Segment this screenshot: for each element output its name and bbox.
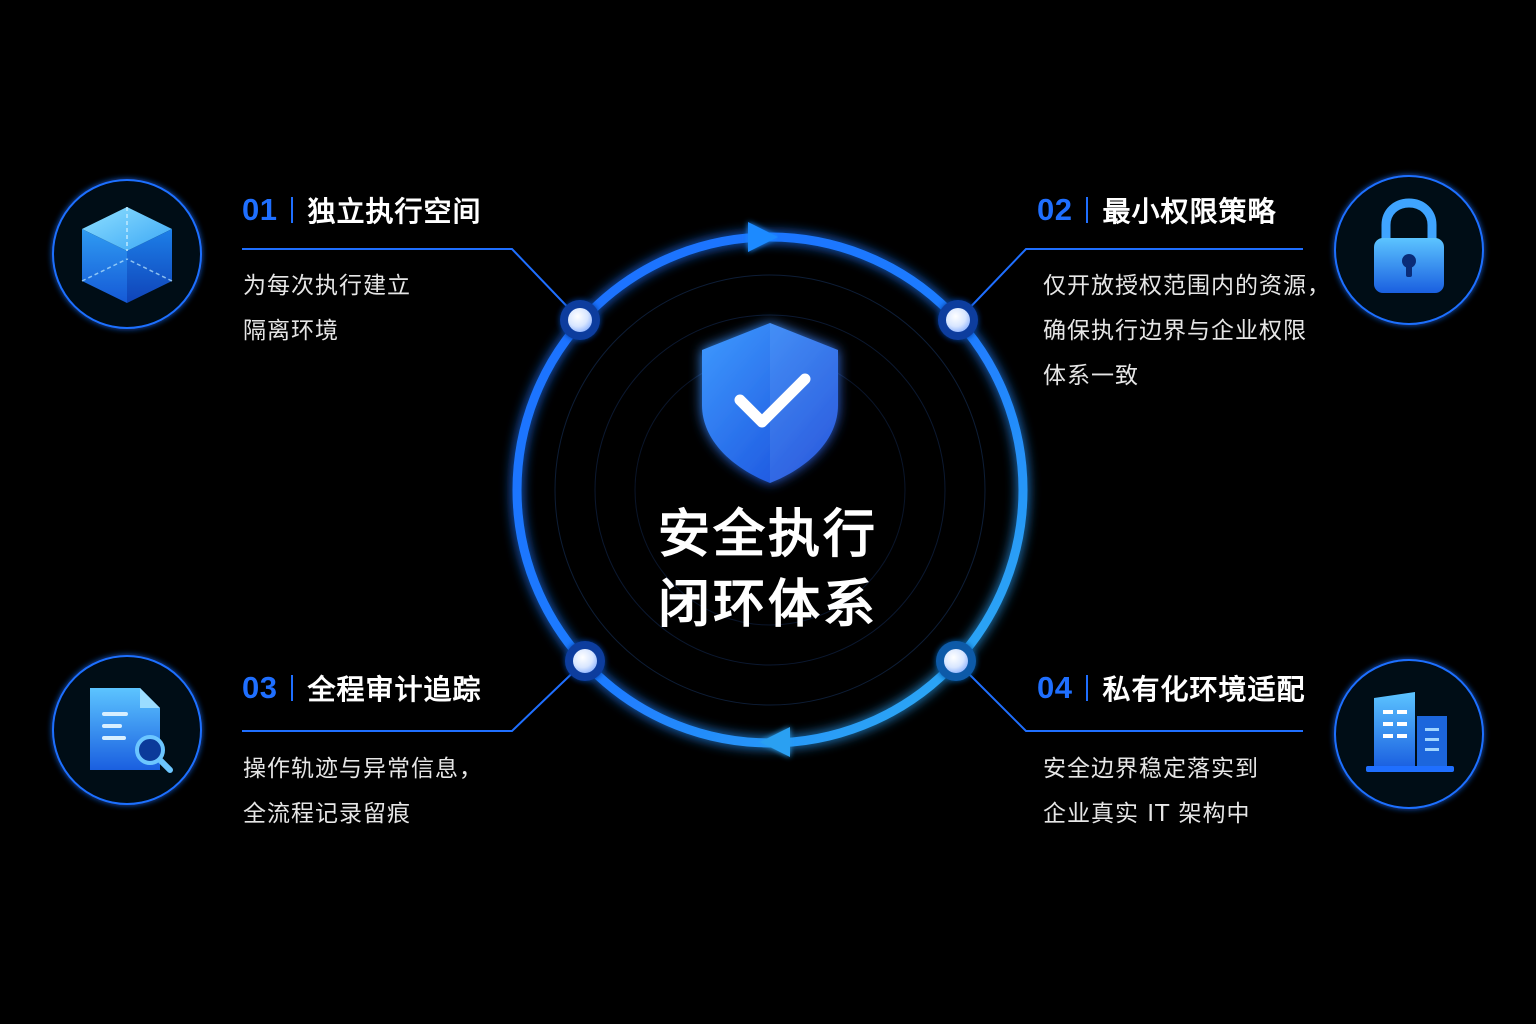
feature-02-desc-line: 体系一致: [1043, 363, 1139, 389]
feature-02-desc-line: 确保执行边界与企业权限: [1043, 318, 1307, 344]
feature-03-title: 03 全程审计追踪: [242, 668, 482, 708]
feature-03-heading: 全程审计追踪: [307, 673, 482, 706]
feature-03-description: 操作轨迹与异常信息， 全流程记录留痕: [243, 747, 483, 837]
feature-02-number: 02: [1037, 192, 1073, 227]
feature-02-desc-line: 仅开放授权范围内的资源，: [1043, 273, 1331, 299]
feature-02-title: 02 最小权限策略: [1037, 190, 1277, 230]
icon-badge-04: [1334, 659, 1484, 809]
feature-01-desc-line: 为每次执行建立: [243, 273, 411, 299]
center-title-line2: 闭环体系: [657, 575, 878, 635]
feature-03-separator: [291, 675, 294, 701]
feature-04-number: 04: [1037, 670, 1073, 705]
feature-04-separator: [1086, 675, 1089, 701]
connector-line-03: [242, 660, 586, 732]
bottom-arrow-icon: [760, 727, 790, 757]
feature-01-title: 01 独立执行空间: [242, 190, 482, 230]
icon-badge-01: [52, 179, 202, 329]
cube-icon: [81, 207, 173, 303]
center-title: 安全执行 闭环体系: [568, 500, 968, 640]
feature-04-title: 04 私有化环境适配: [1037, 668, 1306, 708]
document-search-icon: [90, 688, 173, 773]
building-icon: [1366, 692, 1454, 772]
feature-04-desc-line: 企业真实 IT 架构中: [1043, 801, 1251, 827]
ring-nodes: [560, 300, 978, 681]
feature-04-heading: 私有化环境适配: [1102, 673, 1306, 706]
top-arrow-icon: [748, 222, 778, 252]
feature-03-desc-line: 操作轨迹与异常信息，: [243, 756, 483, 782]
connector-line-02: [957, 248, 1303, 321]
inner-decor-rings: [554, 274, 986, 706]
feature-01-separator: [291, 197, 294, 223]
ring-node-02: [938, 300, 978, 340]
connector-line-01: [242, 248, 581, 321]
feature-02-heading: 最小权限策略: [1102, 195, 1277, 228]
feature-01-number: 01: [242, 192, 278, 227]
feature-01-desc-line: 隔离环境: [243, 318, 339, 344]
ring-node-01: [560, 300, 600, 340]
feature-04-desc-line: 安全边界稳定落实到: [1043, 756, 1259, 782]
feature-03-desc-line: 全流程记录留痕: [243, 801, 411, 827]
icon-badge-02: [1334, 175, 1484, 325]
connector-line-04: [955, 660, 1303, 732]
ring-node-04: [936, 641, 976, 681]
feature-02-description: 仅开放授权范围内的资源， 确保执行边界与企业权限 体系一致: [1043, 264, 1331, 399]
feature-01-description: 为每次执行建立 隔离环境: [243, 264, 411, 354]
feature-03-number: 03: [242, 670, 278, 705]
icon-badge-03: [52, 655, 202, 805]
feature-04-description: 安全边界稳定落实到 企业真实 IT 架构中: [1043, 747, 1259, 837]
feature-01-heading: 独立执行空间: [307, 195, 482, 228]
ring-node-03: [565, 641, 605, 681]
connector-lines: [242, 248, 1303, 732]
shield-check-icon: [702, 323, 838, 483]
feature-02-separator: [1086, 197, 1089, 223]
center-title-line1: 安全执行: [657, 505, 878, 565]
lock-icon: [1374, 198, 1444, 293]
